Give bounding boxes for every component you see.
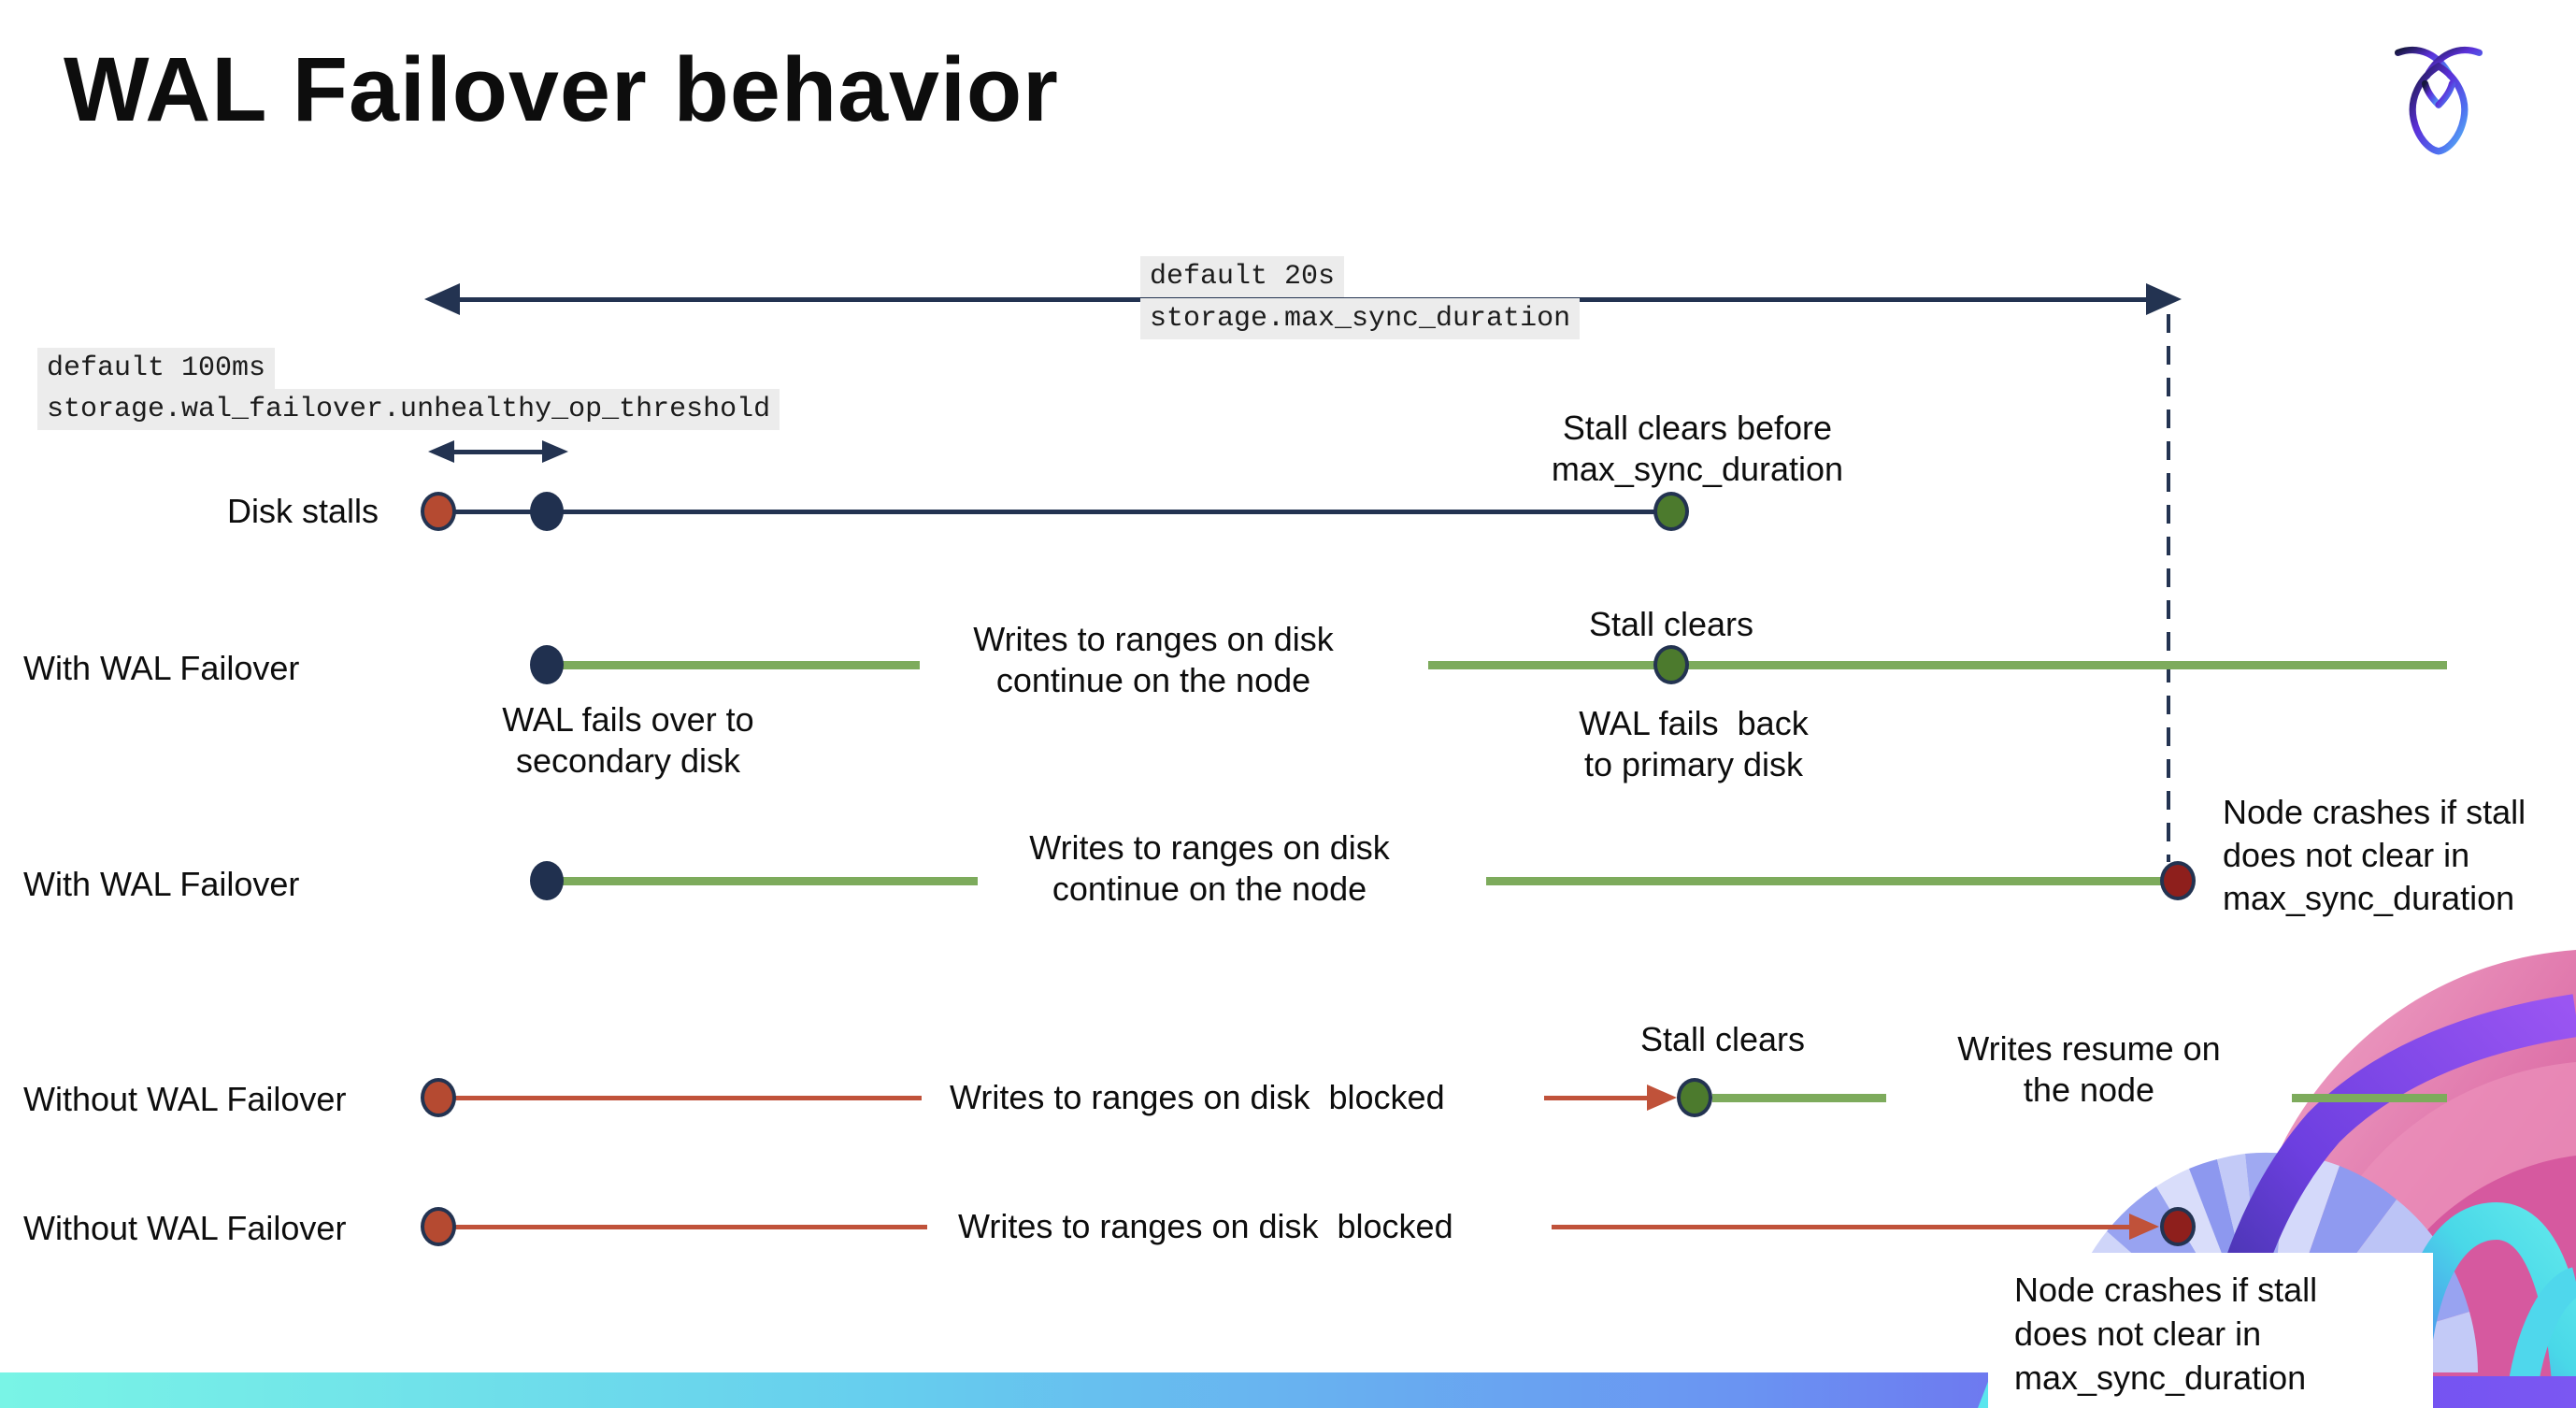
unhealthy-op-default-label: default 100ms — [37, 348, 276, 389]
row-label-without-wal-failover: Without WAL Failover — [23, 1209, 347, 1247]
writes-blocked-annotation: Writes to ranges on disk blocked — [950, 1078, 1445, 1116]
arrowhead-right-icon — [2146, 283, 2182, 315]
max-sync-default-label: default 20s — [1140, 256, 1345, 297]
max-sync-drop-line — [2167, 314, 2170, 862]
blocked-writes-line — [452, 1096, 922, 1100]
node-crash-dot — [2160, 861, 2196, 900]
stall-clear-dot — [1653, 492, 1689, 531]
page-title: WAL Failover behavior — [64, 38, 1059, 140]
arrowhead-left-icon — [424, 283, 460, 315]
arrowhead-left-icon — [428, 440, 454, 463]
stall-start-dot — [421, 1207, 456, 1246]
resumed-writes-line — [1712, 1094, 1886, 1102]
resumed-writes-line — [2292, 1094, 2447, 1102]
node-crash-dot — [2160, 1207, 2196, 1246]
disk-stall-timeline-line — [438, 510, 1671, 514]
row-label-disk-stalls: Disk stalls — [227, 492, 379, 530]
stall-start-dot — [421, 492, 456, 531]
arrowhead-right-icon — [542, 440, 568, 463]
healthy-writes-line — [559, 877, 978, 885]
unhealthy-op-setting-label: storage.wal_failover.unhealthy_op_thresh… — [37, 389, 780, 430]
cockroach-labs-logo-icon — [2394, 46, 2483, 155]
row-label-with-wal-failover: With WAL Failover — [23, 865, 300, 903]
threshold-arrow-line — [449, 450, 548, 454]
row-label-with-wal-failover: With WAL Failover — [23, 649, 300, 687]
arrowhead-right-icon — [1647, 1085, 1677, 1111]
stall-clears-annotation: Stall clears — [1588, 605, 1754, 643]
stall-clear-dot — [1677, 1078, 1712, 1117]
failover-dot — [530, 645, 564, 684]
stall-start-dot — [421, 1078, 456, 1117]
failover-dot — [530, 861, 564, 900]
row-label-without-wal-failover: Without WAL Failover — [23, 1080, 347, 1118]
blocked-writes-line — [452, 1225, 927, 1229]
failover-threshold-dot — [530, 492, 564, 531]
blocked-writes-line — [1544, 1096, 1654, 1100]
stall-clear-dot — [1653, 645, 1689, 684]
arrowhead-right-icon — [2129, 1214, 2159, 1240]
max-sync-setting-label: storage.max_sync_duration — [1140, 298, 1581, 339]
writes-blocked-annotation: Writes to ranges on disk blocked — [958, 1207, 1453, 1245]
stall-clears-annotation: Stall clears — [1639, 1020, 1806, 1058]
healthy-writes-line — [559, 661, 920, 669]
healthy-writes-line — [1486, 877, 2165, 885]
blocked-writes-line — [1552, 1225, 2137, 1229]
healthy-writes-line — [1428, 661, 2447, 669]
